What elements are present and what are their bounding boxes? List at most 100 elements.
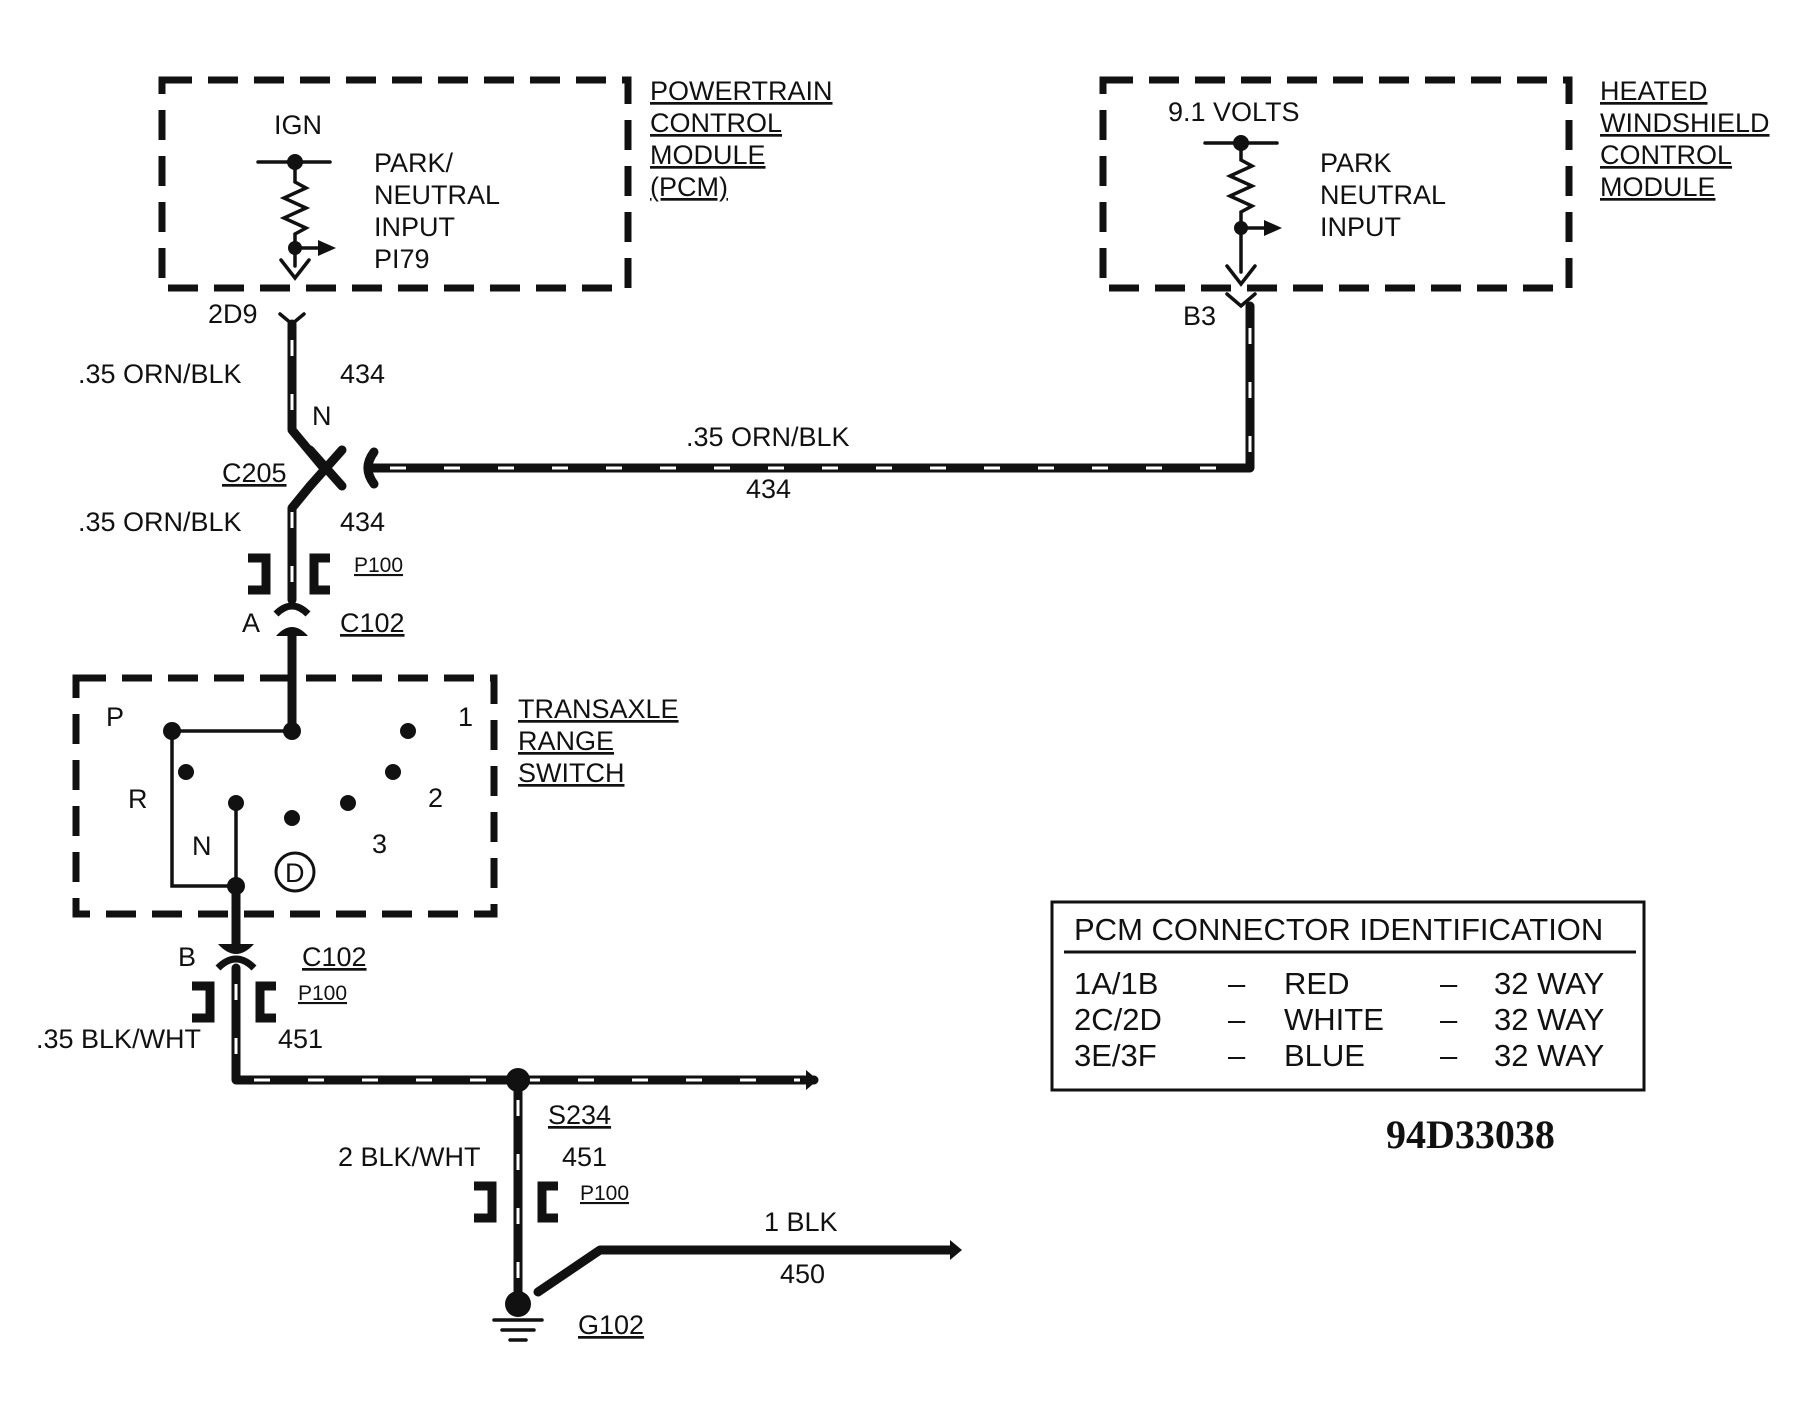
legend-row-3-color: BLUE — [1284, 1038, 1365, 1073]
trs-pos-n: N — [192, 831, 212, 861]
s234-label: S234 — [548, 1100, 611, 1130]
trs-contact-2 — [385, 764, 401, 780]
trs-pos-p: P — [106, 702, 124, 732]
hwcm-input-line-2: NEUTRAL — [1320, 180, 1446, 210]
hwcm-title-line-3: CONTROL — [1600, 140, 1732, 170]
pcm-connector-legend: PCM CONNECTOR IDENTIFICATION 1A/1B – RED… — [1050, 900, 1646, 1092]
document-number: 94D33038 — [1386, 1112, 1555, 1157]
c102-bottom-label: C102 — [302, 942, 367, 972]
legend-row-2-dash-1: – — [1228, 1002, 1246, 1037]
g102-ground: G102 — [492, 1291, 644, 1342]
trs-pos-3: 3 — [372, 829, 387, 859]
g102-label: G102 — [578, 1310, 644, 1340]
trs-title-line-2: RANGE — [518, 726, 614, 756]
transaxle-range-switch: P R N D 3 2 1 TRANSAXLE RANGE SWITCH — [72, 673, 679, 918]
wire-450: 1 BLK 450 — [533, 1207, 962, 1297]
pcm-module-boundary — [158, 76, 632, 292]
trs-contact-r — [178, 764, 194, 780]
c102-top-label: C102 — [340, 608, 405, 638]
wire-451-lower-circuit: 451 — [562, 1142, 607, 1172]
hwcm-title-line-2: WINDSHIELD — [1600, 108, 1770, 138]
wire-451-upper-gauge: .35 BLK/WHT — [36, 1024, 201, 1054]
trs-pos-d: D — [285, 858, 305, 888]
trs-contact-3 — [340, 795, 356, 811]
trs-contact-n — [228, 795, 244, 811]
pcm-module: IGN PARK/ NEUTRAL INPUT PI79 POWERTRAIN … — [158, 76, 833, 329]
wire-451-upper: .35 BLK/WHT 451 — [36, 963, 819, 1090]
legend-frame — [1050, 900, 1646, 1092]
legend-row-2-dash-2: – — [1440, 1002, 1458, 1037]
wire-434-lower: .35 ORN/BLK 434 — [78, 481, 385, 605]
pcm-pin-label: 2D9 — [208, 299, 258, 329]
hwcm-title-line-1: HEATED — [1600, 76, 1708, 106]
trs-pos-1: 1 — [458, 702, 473, 732]
wire-451-upper-circuit: 451 — [278, 1024, 323, 1054]
trs-contact-d — [284, 810, 300, 826]
legend-row-1-dash-2: – — [1440, 966, 1458, 1001]
p100-grommet-lower: P100 — [474, 1181, 629, 1223]
c205-connector: C205 — [222, 445, 379, 491]
legend-row-1-dash-1: – — [1228, 966, 1246, 1001]
wire-434-upper-circuit: 434 — [340, 359, 385, 389]
wire-451-lower-gauge: 2 BLK/WHT — [338, 1142, 481, 1172]
legend-row-3-size: 32 WAY — [1494, 1038, 1604, 1073]
trs-boundary — [72, 674, 498, 918]
pcm-input-line-4: PI79 — [374, 244, 430, 274]
wire-434-upper: .35 ORN/BLK 434 N — [78, 312, 385, 471]
trs-pos-2: 2 — [428, 783, 443, 813]
trs-title-line-1: TRANSAXLE — [518, 694, 679, 724]
c205-splice-mark: N — [312, 401, 332, 431]
p100-label-middle: P100 — [298, 982, 347, 1005]
legend-title: PCM CONNECTOR IDENTIFICATION — [1074, 912, 1603, 947]
wire-434-horizontal-circuit: 434 — [746, 474, 791, 504]
trs-title-line-3: SWITCH — [518, 758, 624, 788]
pcm-input-line-1: PARK/ — [374, 148, 454, 178]
c102-top-pin: A — [242, 608, 260, 638]
c102-top-connector: A C102 — [242, 602, 405, 683]
p100-grommet-middle: P100 — [192, 981, 347, 1023]
pcm-title-line-4: (PCM) — [650, 172, 728, 202]
hwcm-module-boundary — [1099, 76, 1573, 292]
legend-row-1-id: 1A/1B — [1074, 966, 1158, 1001]
pcm-pullup-resistor — [279, 160, 311, 268]
wire-434-horizontal-gauge: .35 ORN/BLK — [686, 422, 850, 452]
pcm-title-line-2: CONTROL — [650, 108, 782, 138]
wire-434-horizontal: .35 ORN/BLK 434 — [369, 292, 1257, 504]
pcm-title-line-1: POWERTRAIN — [650, 76, 833, 106]
wire-450-gauge: 1 BLK — [764, 1207, 838, 1237]
trs-pos-d-ring — [274, 851, 316, 893]
legend-row-2-color: WHITE — [1284, 1002, 1384, 1037]
trs-pos-r: R — [128, 784, 148, 814]
hwcm-input-line-3: INPUT — [1320, 212, 1401, 242]
trs-contact-1 — [400, 723, 416, 739]
pcm-title-line-3: MODULE — [650, 140, 766, 170]
pcm-supply-label: IGN — [274, 110, 322, 140]
pcm-input-line-3: INPUT — [374, 212, 455, 242]
hwcm-supply-label: 9.1 VOLTS — [1168, 97, 1300, 127]
wire-434-lower-gauge: .35 ORN/BLK — [78, 507, 242, 537]
legend-row-3-dash-2: – — [1440, 1038, 1458, 1073]
p100-label-upper: P100 — [354, 554, 403, 577]
pcm-input-line-2: NEUTRAL — [374, 180, 500, 210]
legend-row-1-size: 32 WAY — [1494, 966, 1604, 1001]
legend-row-3-dash-1: – — [1228, 1038, 1246, 1073]
wire-450-circuit: 450 — [780, 1259, 825, 1289]
legend-row-2-size: 32 WAY — [1494, 1002, 1604, 1037]
c102-bottom-connector: B C102 — [178, 881, 367, 972]
legend-row-3-id: 3E/3F — [1074, 1038, 1157, 1073]
wire-451-lower: 2 BLK/WHT 451 — [338, 1075, 607, 1305]
hwcm-module: 9.1 VOLTS PARK NEUTRAL INPUT HEATED WIND… — [1099, 76, 1770, 331]
p100-label-lower: P100 — [580, 1182, 629, 1205]
legend-row-2-id: 2C/2D — [1074, 1002, 1162, 1037]
wire-434-upper-gauge: .35 ORN/BLK — [78, 359, 242, 389]
hwcm-pullup-resistor — [1225, 141, 1257, 274]
p100-grommet-upper: P100 — [248, 553, 403, 595]
wire-434-lower-circuit: 434 — [340, 507, 385, 537]
c205-label: C205 — [222, 458, 287, 488]
c102-bottom-pin: B — [178, 942, 196, 972]
legend-row-1-color: RED — [1284, 966, 1349, 1001]
hwcm-input-line-1: PARK — [1320, 148, 1392, 178]
hwcm-title-line-4: MODULE — [1600, 172, 1716, 202]
hwcm-pin-label: B3 — [1183, 301, 1216, 331]
